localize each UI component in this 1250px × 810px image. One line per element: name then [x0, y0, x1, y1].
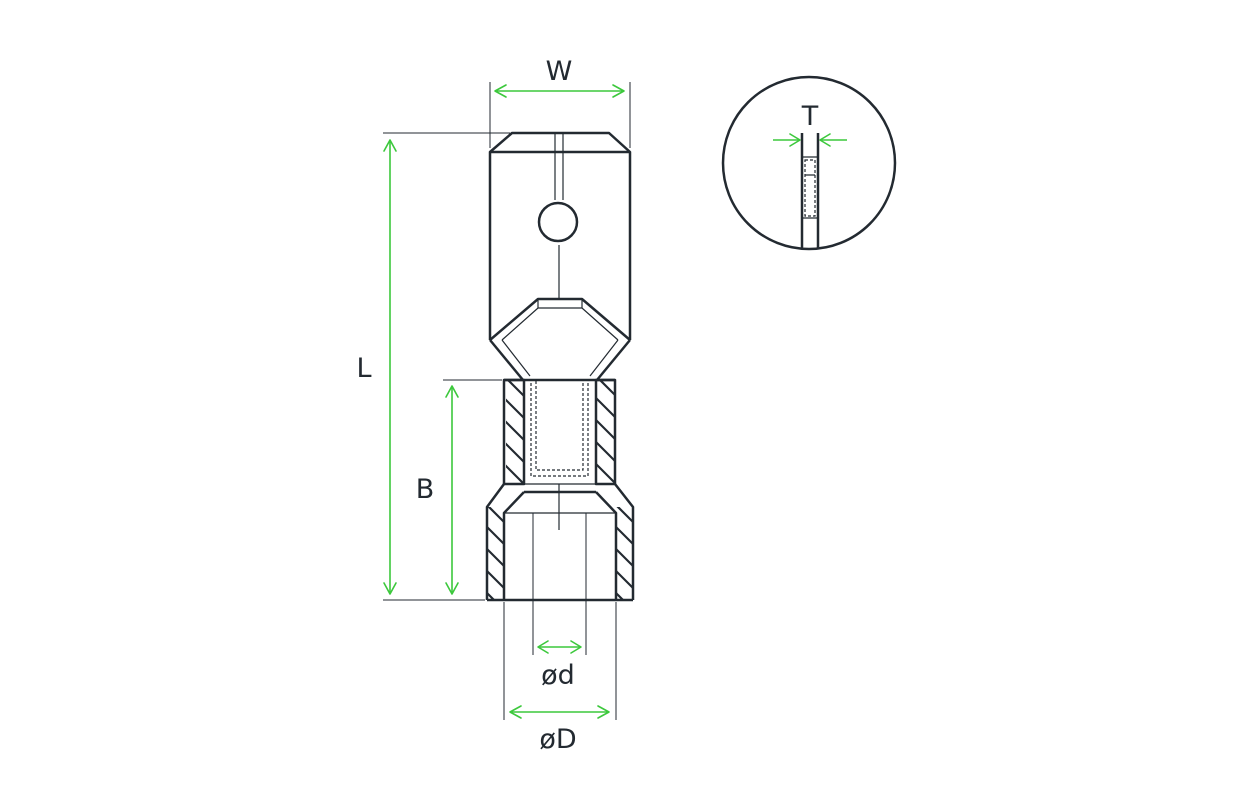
- transition-inner-right: [589, 339, 619, 377]
- hatch-lower-right: [616, 507, 633, 600]
- flare-left-inner: [502, 491, 525, 600]
- tab-outline: [488, 131, 632, 340]
- transition-left: [489, 339, 524, 381]
- detail-tab-section: [800, 133, 820, 248]
- dimension-inner-diameter: ød: [537, 640, 582, 691]
- dimension-width: W: [494, 56, 625, 98]
- hatch-lower-left: [487, 507, 504, 600]
- flare-left-outer: [485, 483, 506, 600]
- crimp-barrel-inner-hidden: [535, 379, 584, 471]
- transition-right: [596, 339, 631, 381]
- crimp-barrel-hidden: [530, 379, 589, 477]
- detent-hole: [537, 201, 579, 243]
- label-length: L: [356, 353, 371, 384]
- extension-lines: [383, 82, 631, 720]
- sleeve-upper-left-wall: [502, 378, 526, 486]
- flare-right-outer: [614, 483, 635, 600]
- transition-inner-left: [501, 339, 531, 377]
- transition-inner-upper: [501, 307, 619, 341]
- transition-upper: [489, 297, 631, 341]
- label-thickness: T: [801, 101, 819, 132]
- label-outer-diameter: øD: [539, 724, 576, 755]
- terminal-body: [485, 131, 635, 602]
- hatch-upper-right: [597, 380, 615, 484]
- dimension-barrel-length: B: [416, 385, 459, 595]
- dimension-length: L: [356, 139, 397, 595]
- label-inner-diameter: ød: [541, 660, 575, 691]
- detail-thickness-view: T: [721, 75, 897, 251]
- flare-right-inner: [595, 491, 618, 600]
- dimension-outer-diameter: øD: [509, 705, 610, 755]
- hatch-upper-left: [506, 380, 524, 484]
- label-barrel-length: B: [416, 474, 435, 505]
- sleeve-upper-right-wall: [594, 378, 617, 486]
- detail-circle: [721, 75, 897, 251]
- label-width: W: [546, 56, 573, 87]
